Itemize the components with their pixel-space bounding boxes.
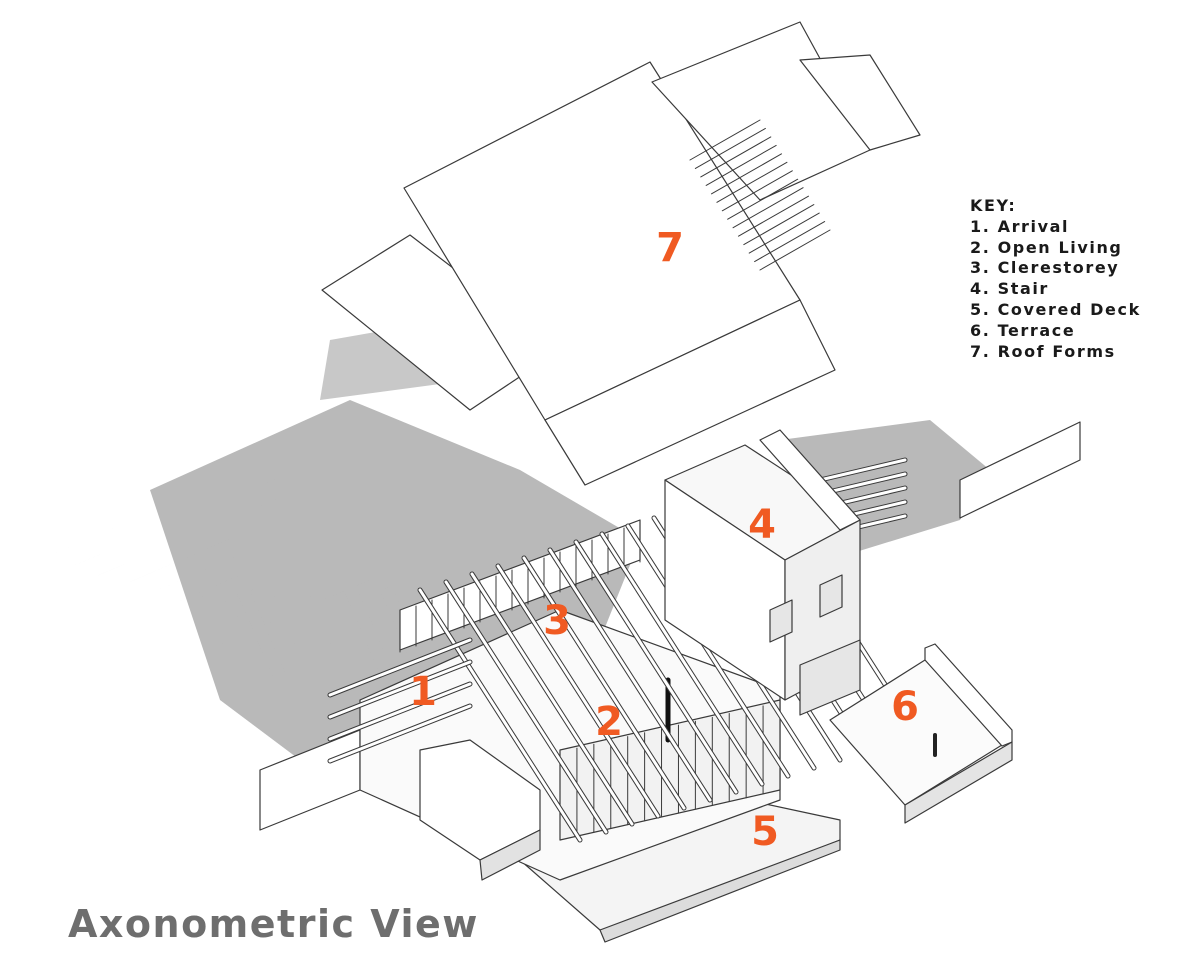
stair-tower xyxy=(664,429,861,716)
key-item-5: 5. Covered Deck xyxy=(970,299,1141,319)
roof-batten xyxy=(754,221,826,263)
tower-fin xyxy=(759,429,861,531)
terrace-wall xyxy=(829,421,1081,824)
key-item-1: 1. Arrival xyxy=(970,216,1070,236)
key-heading: KEY: xyxy=(970,196,1017,215)
roof-batten xyxy=(748,212,820,254)
key-item-2: 2. Open Living xyxy=(970,237,1123,257)
key-item-3: 3. Clerestorey xyxy=(970,258,1120,278)
rafter-face xyxy=(626,524,790,778)
deck-edge xyxy=(599,839,841,943)
rafter-face xyxy=(574,540,738,794)
rafter-face xyxy=(496,564,660,818)
view-title: Axonometric View xyxy=(68,902,479,946)
terrace-wall-front xyxy=(904,741,1013,824)
window-shadow xyxy=(200,586,252,684)
arrival-beam-face xyxy=(328,704,472,763)
callout-4: 4 xyxy=(748,502,776,548)
callout-3: 3 xyxy=(543,598,571,644)
window-shadow xyxy=(272,586,324,684)
rafter-face xyxy=(470,572,634,826)
rafter-face xyxy=(418,588,582,842)
key-item-7: 7. Roof Forms xyxy=(970,341,1116,361)
key-item-4: 4. Stair xyxy=(970,279,1049,299)
key-item-6: 6. Terrace xyxy=(970,320,1076,340)
roof-batten xyxy=(737,195,809,237)
key-legend: KEY: 1. Arrival 2. Open Living 3. Cleres… xyxy=(970,196,1141,362)
roof-batten xyxy=(700,136,772,178)
callout-2: 2 xyxy=(595,699,623,745)
tower-beam-face xyxy=(818,458,907,482)
arrival-beam-face xyxy=(328,682,472,741)
rafter-face xyxy=(548,548,712,802)
roof-batten xyxy=(743,204,815,246)
window-shadow xyxy=(308,586,360,684)
callout-7: 7 xyxy=(656,225,684,271)
callout-6: 6 xyxy=(891,684,919,730)
rafter-face xyxy=(600,532,764,786)
roof-batten xyxy=(705,144,777,186)
tower-window xyxy=(769,599,793,643)
roof-batten xyxy=(694,127,766,169)
roof-batten xyxy=(727,178,799,220)
lower-window xyxy=(799,639,861,716)
rafter-face xyxy=(522,556,686,810)
arrival-box-side xyxy=(479,829,541,881)
roof-batten xyxy=(689,119,761,161)
roof-batten xyxy=(711,153,783,195)
tower-window xyxy=(819,574,843,618)
main-roof-lower xyxy=(544,299,836,486)
rafter-face xyxy=(444,580,608,834)
arrival-beam-face xyxy=(328,660,472,719)
window-shadow xyxy=(344,586,396,684)
roof-batten xyxy=(716,161,788,203)
roof-batten xyxy=(721,170,793,212)
roof-batten xyxy=(732,187,804,229)
exploded-roof-forms xyxy=(321,21,921,486)
arrival-beam-face xyxy=(328,638,472,697)
garden-wall xyxy=(959,421,1081,519)
callout-1: 1 xyxy=(409,669,437,715)
window-shadow xyxy=(236,586,288,684)
callout-5: 5 xyxy=(751,809,779,855)
roof-batten xyxy=(759,229,831,271)
roof-wing-right xyxy=(799,54,921,151)
